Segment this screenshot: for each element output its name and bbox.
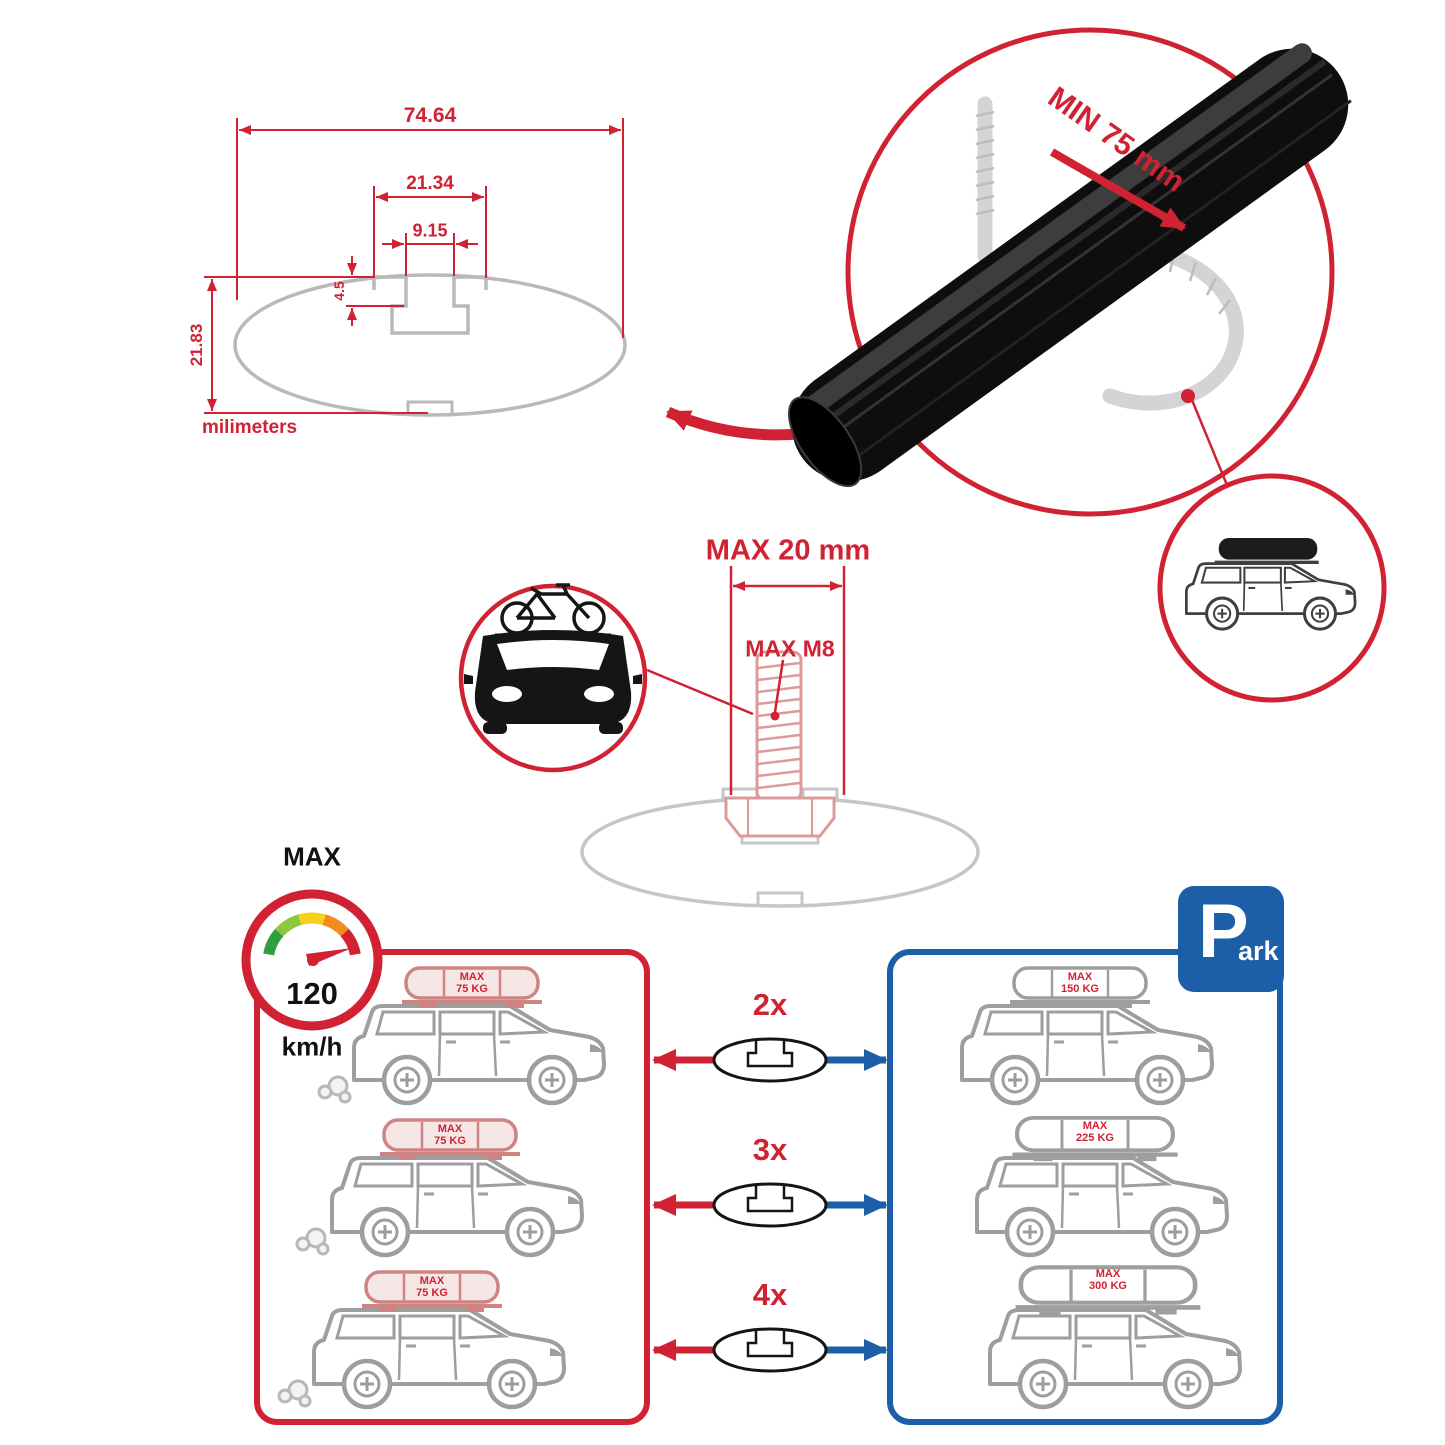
- label-speed-units: km/h: [281, 1031, 343, 1062]
- speed-gauge: [241, 889, 383, 1031]
- parking-suffix: ark: [1238, 936, 1279, 966]
- mount-point-dot: [1181, 389, 1195, 403]
- label-max-thread: MAX M8: [745, 635, 835, 662]
- parking-sign: P ark: [1178, 886, 1284, 992]
- multiplier-rows: [652, 1037, 888, 1373]
- cargo-label-right-2: MAX 225 KG: [1076, 1120, 1114, 1144]
- cargo-max-text: MAX: [1095, 1268, 1121, 1280]
- cargo-max-text: MAX: [419, 1275, 445, 1287]
- cargo-max-text: MAX: [1082, 1120, 1108, 1132]
- min-span-arrow: [1050, 148, 1186, 232]
- label-speed-max: MAX: [283, 841, 341, 872]
- label-lip-depth: 4.5: [331, 281, 347, 301]
- label-multiplier-3: 4x: [752, 1277, 788, 1312]
- cargo-label-left-2: MAX 75 KG: [434, 1123, 466, 1147]
- cargo-weight-text: 75 KG: [434, 1135, 466, 1147]
- u-bolt: [975, 96, 1244, 411]
- parking-letter: P: [1198, 889, 1249, 974]
- label-slot-width: 9.15: [412, 220, 448, 241]
- suv-with-roofbox: [1184, 538, 1357, 631]
- profile-dimension-diagram: [204, 118, 627, 417]
- label-channel-width: 21.34: [406, 173, 454, 194]
- label-total-width: 74.64: [403, 104, 457, 127]
- dimension-lines: [204, 118, 624, 414]
- crossbar-detail: [787, 27, 1352, 517]
- cargo-label-right-3: MAX 300 KG: [1089, 1268, 1127, 1292]
- label-total-height: 21.83: [187, 323, 206, 367]
- suv-roofbox-bubble: [1157, 473, 1387, 703]
- label-units: milimeters: [202, 417, 298, 438]
- crossbar-3d: [787, 43, 1352, 488]
- label-multiplier-1: 2x: [752, 987, 788, 1022]
- cargo-label-left-1: MAX 75 KG: [456, 971, 488, 995]
- cargo-weight-text: 300 KG: [1089, 1280, 1127, 1292]
- cargo-max-text: MAX: [459, 971, 485, 983]
- cargo-max-text: MAX: [437, 1123, 463, 1135]
- cargo-weight-text: 75 KG: [456, 983, 488, 995]
- t-slot-channel: [372, 275, 488, 335]
- cargo-label-left-3: MAX 75 KG: [416, 1275, 448, 1299]
- t-bolt: [724, 650, 836, 838]
- bolt-dimensions: [729, 566, 846, 795]
- label-max-length: MAX 20 mm: [705, 534, 871, 567]
- cargo-weight-text: 75 KG: [416, 1287, 448, 1299]
- cargo-weight-text: 150 KG: [1061, 983, 1099, 995]
- bolt-detail: [458, 566, 980, 908]
- car-front-with-bike: [464, 583, 642, 734]
- cargo-label-right-1: MAX 150 KG: [1061, 971, 1099, 995]
- cargo-max-text: MAX: [1067, 971, 1093, 983]
- cargo-weight-text: 225 KG: [1076, 1132, 1114, 1144]
- label-multiplier-2: 3x: [752, 1132, 788, 1167]
- label-speed-value: 120: [286, 976, 338, 1011]
